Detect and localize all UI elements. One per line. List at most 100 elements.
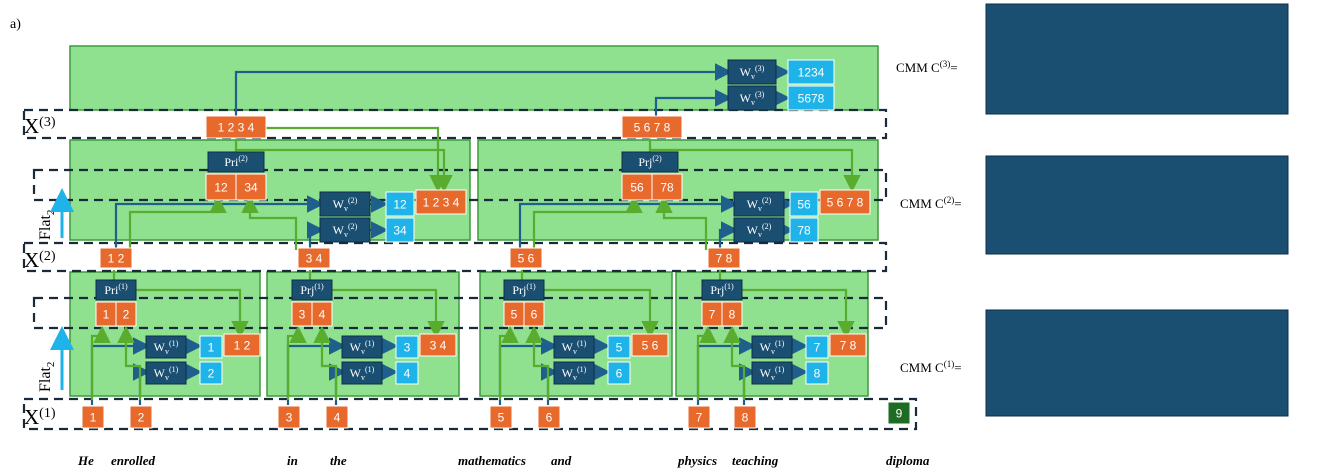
x2-token-2: 5 6	[509, 247, 543, 269]
l2-pair-1-a-text: 56	[630, 181, 644, 195]
l1-pair-2-a: 5	[503, 301, 525, 327]
l1-val-1-b: 4	[395, 361, 419, 385]
x3-token-1: 5 6 7 8	[621, 115, 683, 139]
l1-val-3-b: 8	[805, 361, 829, 385]
l1-pair-3-b: 8	[721, 301, 743, 327]
word-1: enrolled	[111, 453, 156, 468]
x1-token-5: 5	[489, 405, 513, 429]
x1-band	[22, 397, 918, 431]
l2-val-0-b: 34	[385, 217, 415, 243]
pr-box-l2-1: Prj(2)	[621, 151, 679, 173]
wv-box-l2-0-b: Wv(2)	[319, 217, 371, 243]
cmm-c2-panel	[985, 155, 1289, 255]
pr-box-l1-1: Prj(1)	[291, 279, 333, 301]
l1-val-1-a: 3	[395, 335, 419, 359]
x2-token-1: 3 4	[297, 247, 331, 269]
l2-pair-0-b-text: 34	[244, 181, 258, 195]
word-5: and	[551, 453, 572, 468]
l1-val-0-a-text: 1	[208, 341, 215, 355]
l1-val-3-a-text: 7	[814, 341, 821, 355]
wv-box-l1-0-b: Wv(1)	[145, 361, 187, 385]
x2-token-1-text: 3 4	[306, 252, 323, 266]
pr-box-l1-2: Prj(1)	[503, 279, 545, 301]
l2-pair-0-b: 34	[235, 173, 267, 201]
l1-merged-1-text: 3 4	[430, 339, 447, 353]
l2-val-1-b-text: 78	[797, 224, 811, 238]
l1-pair-0-a-text: 1	[103, 308, 110, 322]
x2-token-3: 7 8	[707, 247, 741, 269]
word-7: teaching	[732, 453, 779, 468]
l1-pair-0-b: 2	[115, 301, 137, 327]
l1-val-2-a: 5	[607, 335, 631, 359]
panel-label: a)	[10, 17, 21, 32]
wv-box-l1-2-a: Wv(1)	[553, 335, 595, 359]
l2-merged-1: 5 6 7 8	[819, 189, 871, 215]
x1-label: X(1)	[24, 405, 56, 429]
l1-merged-3-text: 7 8	[840, 339, 857, 353]
pr-box-l2-0: Pri(2)	[207, 151, 265, 173]
cmm-c3-label: CMM C(3)=	[896, 59, 958, 75]
wv-box-l2-1-a: Wv(2)	[733, 191, 785, 217]
x3-band	[22, 108, 888, 140]
word-3: the	[330, 453, 347, 468]
l3-val-a-text: 1234	[798, 66, 825, 80]
wv-box-l3-b: Wv(3)	[727, 85, 777, 111]
x1-token-1-text: 1	[90, 411, 97, 425]
x3-token-1-text: 5 6 7 8	[634, 121, 671, 135]
x1-token-3-text: 3	[286, 411, 293, 425]
wv-box-l1-3-b: Wv(1)	[751, 361, 793, 385]
l1-pair-0-b-text: 2	[123, 308, 130, 322]
x1-token-3: 3	[277, 405, 301, 429]
word-4: mathematics	[458, 453, 526, 468]
x2-token-0-text: 1 2	[108, 252, 125, 266]
l2-pair-1-b-text: 78	[660, 181, 674, 195]
x2-token-2-text: 5 6	[518, 252, 535, 266]
l1-val-2-a-text: 5	[616, 341, 623, 355]
l2-merged-0-text: 1 2 3 4	[423, 196, 460, 210]
l3-val-b-text: 5678	[798, 92, 825, 106]
l2-pair-0-a: 12	[205, 173, 237, 201]
x1-token-9: 9	[887, 401, 911, 425]
wv-box-l2-1-b: Wv(2)	[733, 217, 785, 243]
pr-box-l1-3: Prj(1)	[701, 279, 743, 301]
l1-pair-2-b: 6	[523, 301, 545, 327]
l3-val-b: 5678	[787, 85, 835, 111]
x2-token-3-text: 7 8	[716, 252, 733, 266]
l1-merged-2: 5 6	[631, 333, 669, 357]
l1-merged-3: 7 8	[829, 333, 867, 357]
l2-val-1-b: 78	[789, 217, 819, 243]
x2-token-0: 1 2	[99, 247, 133, 269]
wv-box-l1-1-b: Wv(1)	[341, 361, 383, 385]
x1-token-4: 4	[325, 405, 349, 429]
x1-token-2: 2	[129, 405, 153, 429]
l1-pair-1-b: 4	[311, 301, 333, 327]
l1-pair-1-a-text: 3	[299, 308, 306, 322]
l2-val-0-b-text: 34	[393, 224, 407, 238]
l1-val-0-b-text: 2	[208, 367, 215, 381]
x2-band	[22, 241, 888, 273]
l1-val-2-b: 6	[607, 361, 631, 385]
pr-box-l1-0: Pri(1)	[95, 279, 137, 301]
l2-val-0-a: 12	[385, 191, 415, 217]
x1-token-4-text: 4	[334, 411, 341, 425]
word-8: diploma	[886, 453, 930, 468]
l2-merged-1-text: 5 6 7 8	[827, 196, 864, 210]
x1-token-1: 1	[81, 405, 105, 429]
l1-val-0-b: 2	[199, 361, 223, 385]
l1-merged-0: 1 2	[223, 333, 261, 357]
wv-box-l2-0-a: Wv(2)	[319, 191, 371, 217]
l2-pair-0-a-text: 12	[214, 181, 228, 195]
l2-val-0-a-text: 12	[393, 198, 407, 212]
wv-box-l1-1-a: Wv(1)	[341, 335, 383, 359]
flat-label-bottom: Flat2	[37, 362, 57, 392]
l1-pair-2-b-text: 6	[531, 308, 538, 322]
x1-token-6: 6	[537, 405, 561, 429]
l1-val-1-b-text: 4	[404, 367, 411, 381]
x1-token-8-text: 8	[742, 411, 749, 425]
l1-merged-1: 3 4	[419, 333, 457, 357]
l1-val-1-a-text: 3	[404, 341, 411, 355]
x1-token-9-text: 9	[896, 407, 903, 421]
wv-box-l3-a: Wv(3)	[727, 59, 777, 85]
x1-token-7: 7	[687, 405, 711, 429]
